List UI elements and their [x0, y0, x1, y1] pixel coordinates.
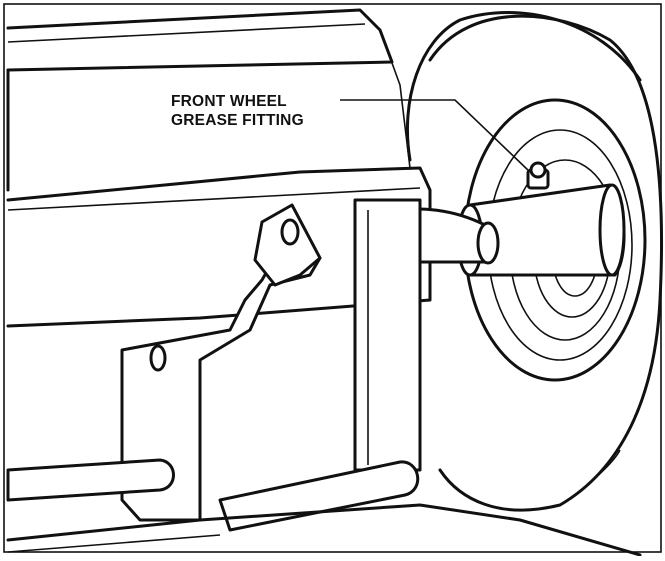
support-post [353, 198, 422, 472]
callout-line-2: GREASE FITTING [171, 112, 304, 129]
grease-fitting-icon [526, 161, 550, 190]
grease-fitting-callout: FRONT WHEEL GREASE FITTING [171, 92, 304, 130]
bracket-plate [120, 203, 322, 522]
callout-leader-line [340, 99, 531, 173]
lower-bars [6, 458, 642, 557]
callout-line-1: FRONT WHEEL [171, 93, 287, 110]
front-tire [405, 11, 664, 512]
tractor-hood [6, 8, 432, 328]
